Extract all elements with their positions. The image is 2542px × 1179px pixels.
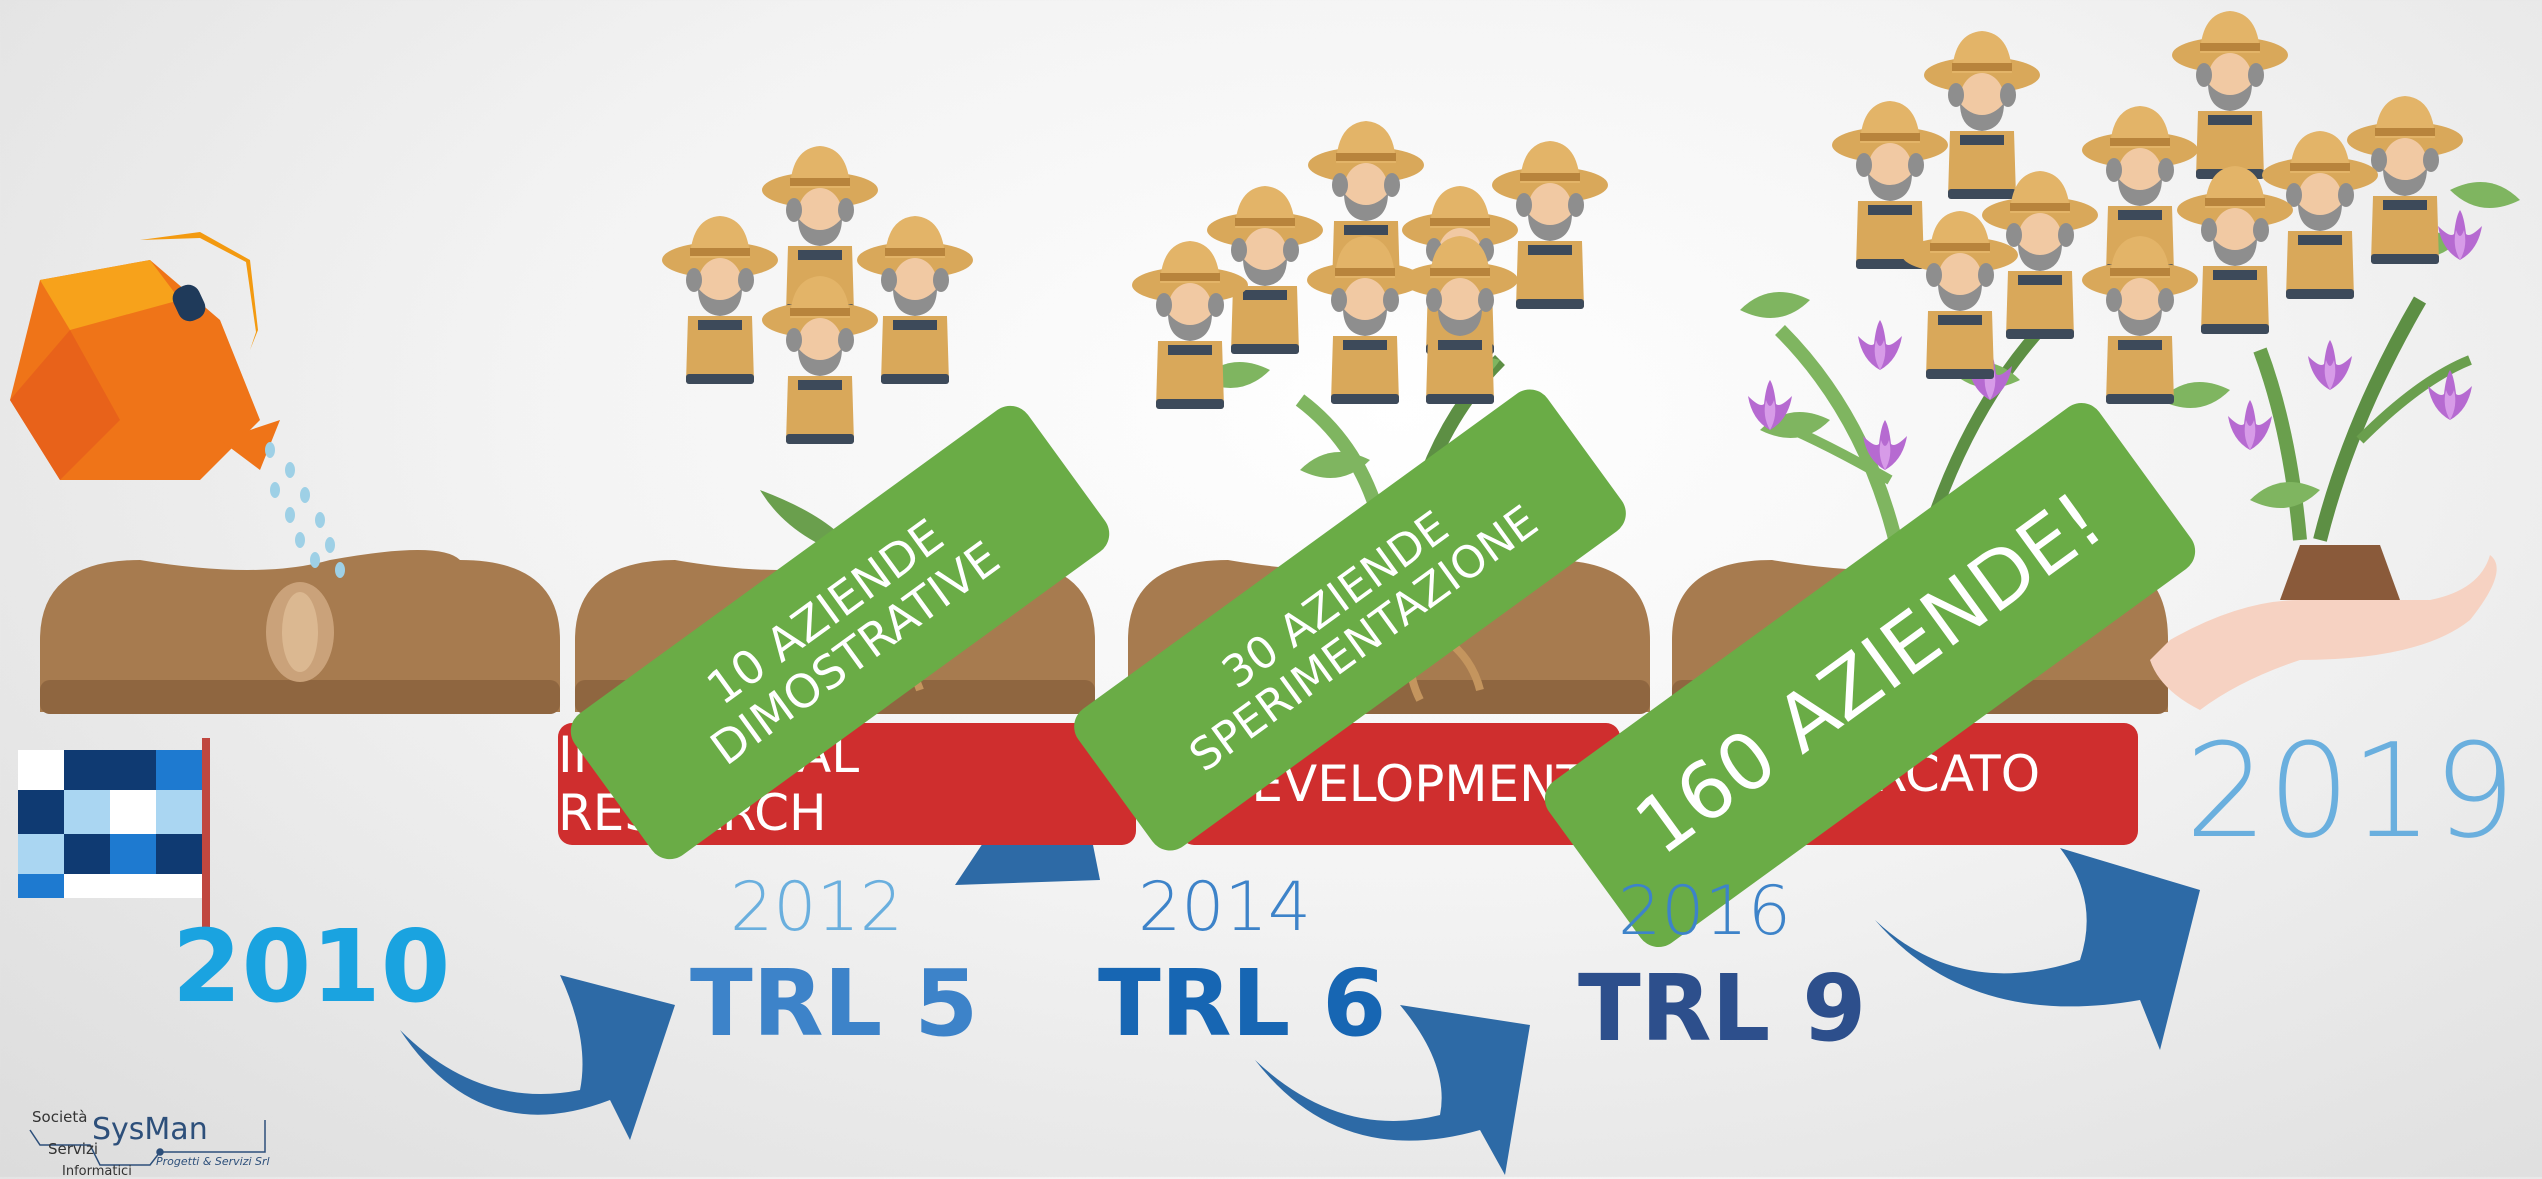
trl-9: TRL 9 [1578, 955, 1867, 1062]
arrow-2016-2019 [1875, 848, 2200, 1050]
logo-tagline: Progetti & Servizi Srl [156, 1155, 270, 1168]
farmers-group-1 [662, 146, 973, 444]
year-2014: 2014 [1138, 868, 1312, 947]
trl-5: TRL 5 [690, 950, 979, 1057]
farmers-group-3 [1832, 11, 2463, 404]
logo-informatici: Informatici [62, 1164, 132, 1179]
logo-brand: SysMan [92, 1112, 208, 1147]
watering-can-icon [10, 232, 345, 578]
year-2012: 2012 [730, 868, 904, 947]
year-2010: 2010 [172, 908, 451, 1025]
plant-in-hand-icon [2150, 182, 2520, 710]
farmers-group-2 [1132, 121, 1608, 409]
flag-icon [18, 738, 210, 928]
year-2016: 2016 [1618, 872, 1792, 951]
logo-servizi: Servizi [48, 1140, 99, 1158]
year-2019: 2019 [2185, 715, 2516, 867]
logo-societa: Società [32, 1108, 88, 1126]
arrow-2014-2016 [1255, 1005, 1530, 1175]
arrow-2010-2012 [400, 975, 675, 1140]
stage-development: DEVELOPMENT [1180, 723, 1620, 845]
soil-mound-1 [40, 550, 560, 714]
trl-6: TRL 6 [1098, 950, 1387, 1057]
logo-graphic [29, 1120, 266, 1166]
